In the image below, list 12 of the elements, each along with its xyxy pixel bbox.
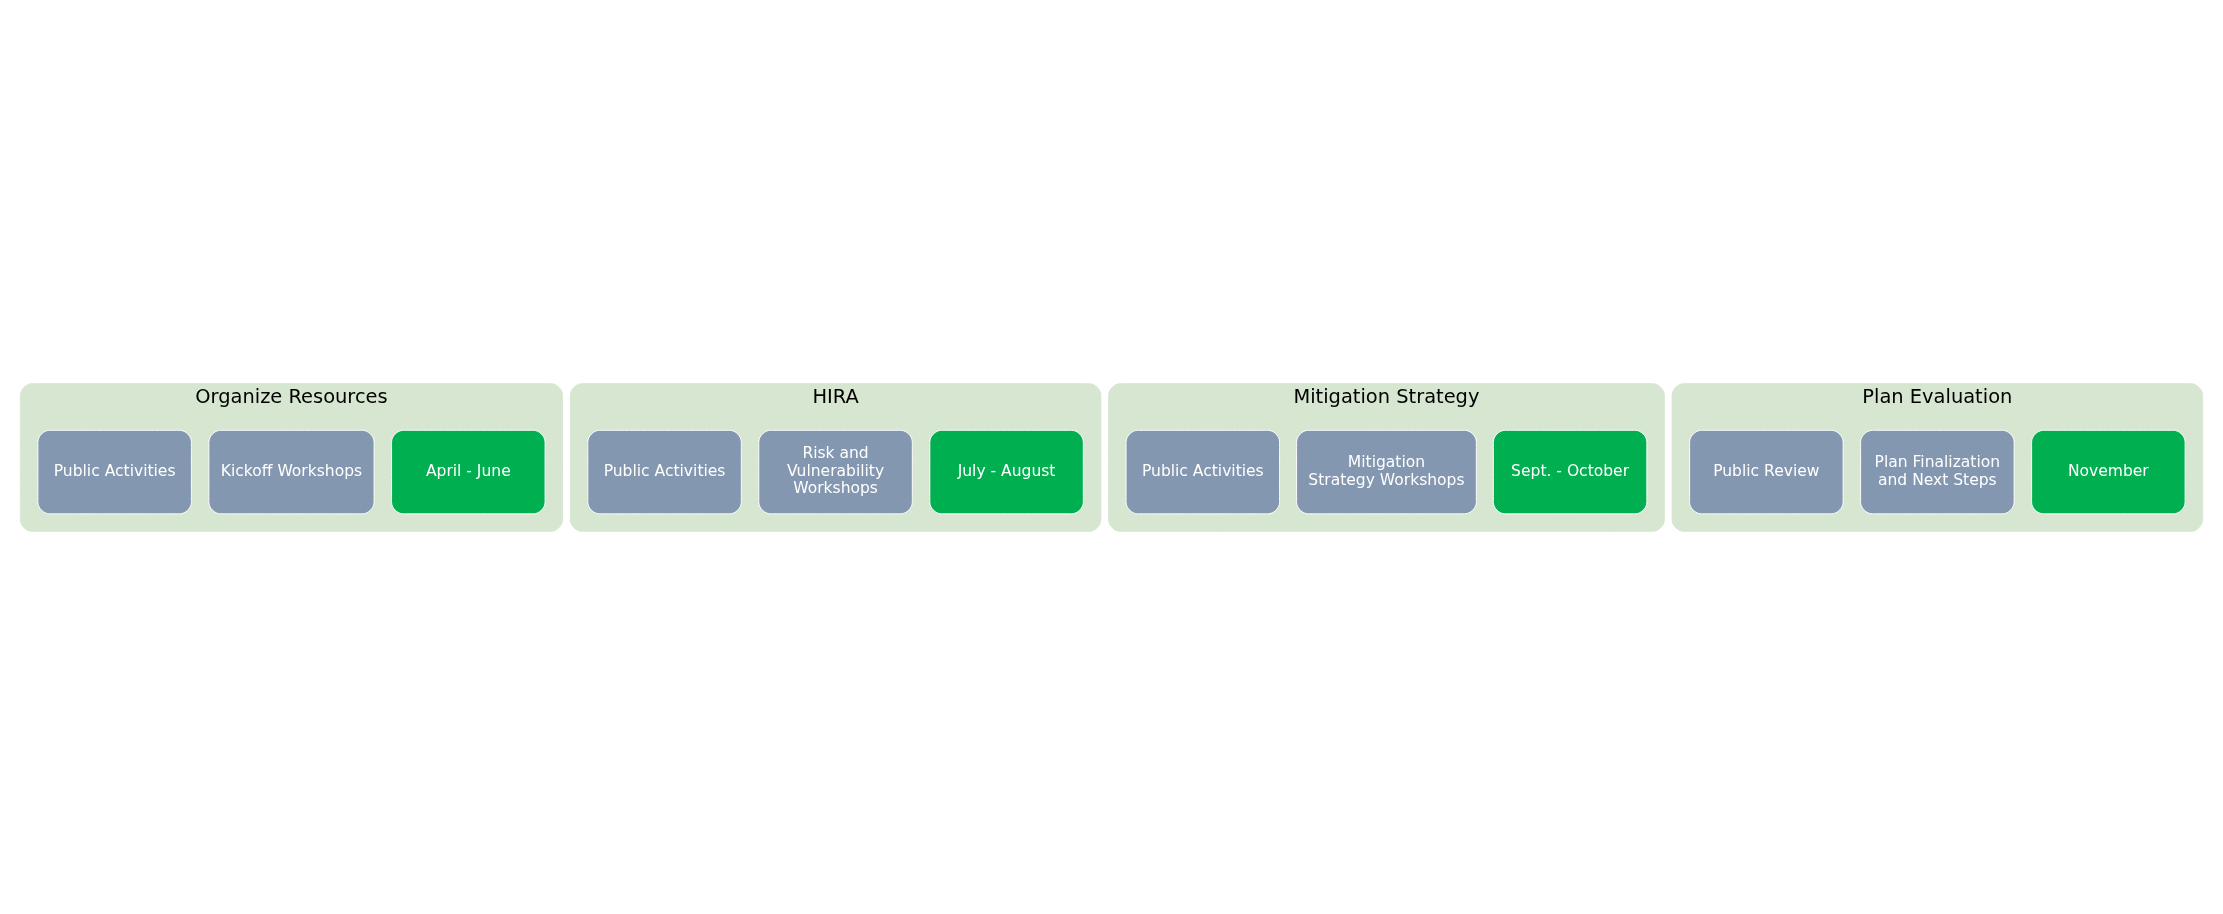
node-box: Public Review — [1689, 429, 1844, 514]
node-box: Public Activities — [37, 429, 192, 514]
node-box: Public Activities — [587, 429, 742, 514]
node-box: Sept. - October — [1492, 429, 1648, 514]
node-box: Risk and Vulnerability Workshops — [758, 429, 913, 514]
node-box: Plan Finalization and Next Steps — [1860, 429, 2015, 514]
node-box: Kickoff Workshops — [208, 429, 375, 514]
node-box: Public Activities — [1125, 429, 1281, 514]
node-box: April - June — [391, 429, 546, 514]
node-box: Mitigation Strategy Workshops — [1296, 429, 1477, 514]
node-box: November — [2031, 429, 2186, 514]
node-box: July - August — [929, 429, 1084, 514]
